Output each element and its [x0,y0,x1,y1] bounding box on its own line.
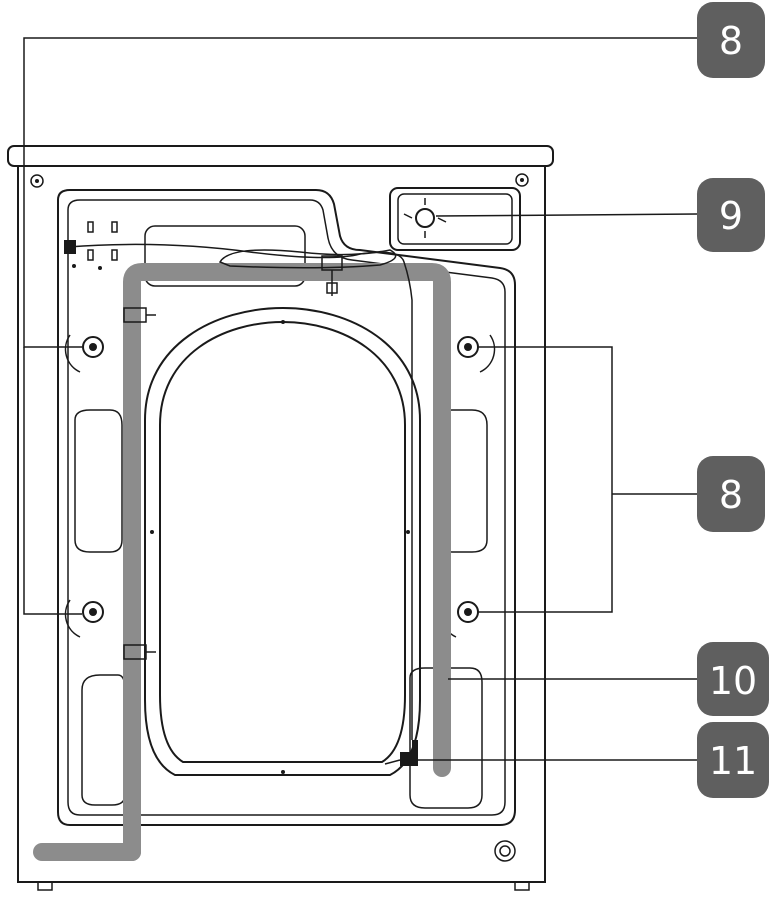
power-cord-plug [384,740,418,766]
left-lower-recess [81,674,126,806]
drum-mark-left [150,530,154,534]
callout-10-label: 10 [709,659,757,703]
drum-mark-top [281,320,285,324]
upper-recess [144,225,306,287]
callout-8-top: 8 [697,2,765,78]
leader-line-9 [435,213,698,217]
connector-pins [72,221,118,270]
back-panel-outline [57,189,516,826]
hose-clip-upper [123,307,156,323]
left-side-recess [74,409,123,553]
drum-mark-bottom [281,770,285,774]
right-lower-recess [409,667,483,809]
power-plug-connector [64,240,76,254]
power-cable [67,243,413,740]
drum-mark-right [406,530,410,534]
callout-11-label: 11 [709,739,757,783]
power-cable-loop [218,249,397,269]
transport-bolt-top-left [64,334,104,373]
water-inlet-valve [389,187,521,251]
back-panel-inner-outline [67,199,506,816]
foot-right [514,881,530,891]
corner-screw-top-right [515,173,529,187]
callout-9-label: 9 [719,194,743,238]
callout-9: 9 [697,178,765,252]
transport-bolt-top-right [457,334,496,373]
top-lid [7,145,554,167]
drum-outer-ring [144,306,421,776]
leader-lines-8-right [478,346,697,613]
drain-hose [123,263,451,861]
hose-clip-lower [123,644,156,660]
drum-inner-ring [159,320,406,763]
callout-11: 11 [697,722,769,798]
callout-8-right-label: 8 [719,473,743,517]
callout-8-top-label: 8 [719,19,743,63]
corner-screw-top-left [30,174,44,188]
callout-10: 10 [697,642,769,716]
cabinet-body [17,165,546,883]
foot-left [37,881,53,891]
transport-bolt-bottom-left [64,599,104,638]
leader-lines-8-top [23,37,697,615]
callout-8-right: 8 [697,456,765,532]
corner-screw-bottom-right [494,840,516,862]
hose-clip-top-center [321,255,343,296]
